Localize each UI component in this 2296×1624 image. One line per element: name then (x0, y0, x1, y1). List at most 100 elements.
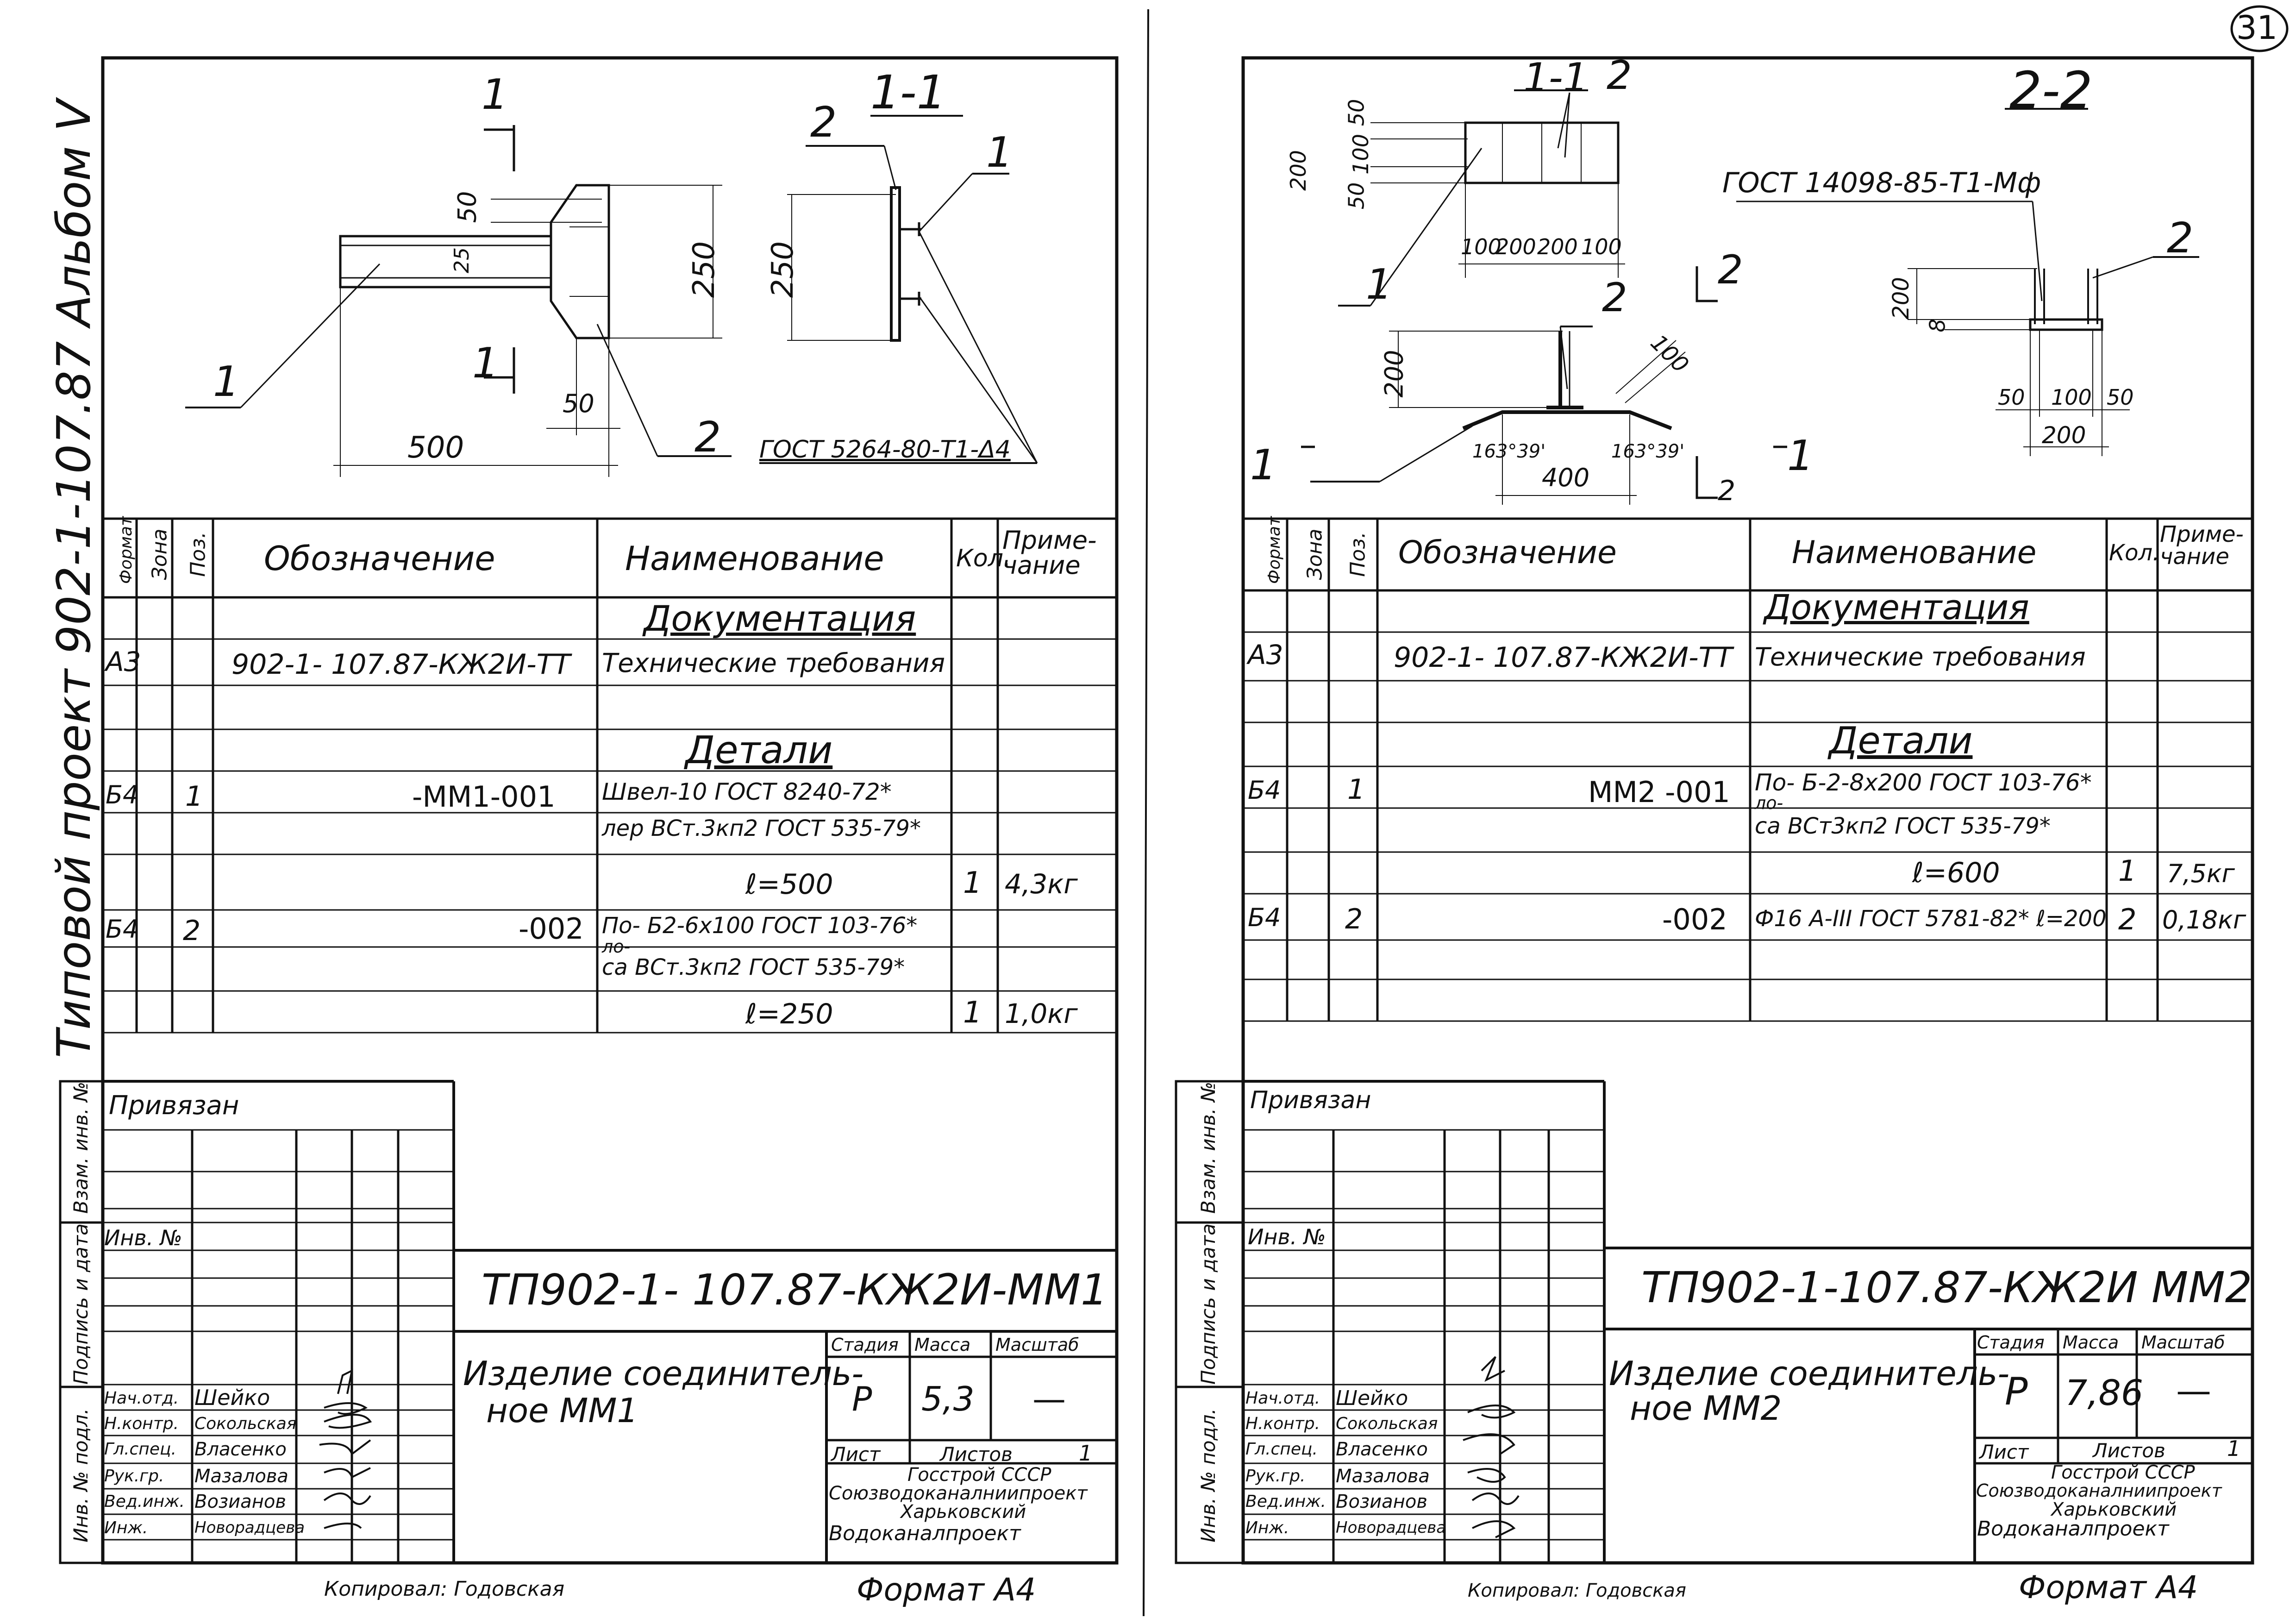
left-frame (101, 56, 1119, 1565)
right-r1-format: Б4 (1248, 776, 1281, 805)
left-privyazan: Привязан (109, 1091, 239, 1121)
left-docs-format: А3 (106, 646, 141, 677)
left-role-2: Н.контр. (104, 1414, 179, 1433)
left-col-stage: Стадия (831, 1335, 899, 1355)
project-side-label: Типовой проект 902-1-107.87 Альбом V (47, 100, 101, 1058)
left-sheet-label: Лист (831, 1443, 881, 1466)
left-r2-name-b: ло- (602, 936, 631, 957)
right-role-6: Инж. (1245, 1518, 1289, 1537)
side-label-podpis-r: Подпись и дата (1197, 1223, 1220, 1385)
left-channel-plan (185, 125, 732, 477)
right-r1-name-d: ℓ=600 (1912, 857, 2000, 889)
right-elevation (1301, 266, 1787, 505)
left-sheets-label: Листов (940, 1443, 1013, 1466)
left-mass: 5,3 (921, 1379, 975, 1418)
right-angle-1: 163°39' (1472, 441, 1546, 462)
right-dim-400: 400 (1542, 463, 1590, 492)
left-sec-docs: Документация (644, 598, 916, 639)
right-hdr-format: Формат (1265, 516, 1284, 584)
left-role-5: Вед.инж. (104, 1492, 185, 1511)
right-hdr-designation: Обозначение (1398, 534, 1617, 571)
left-stamp-code: ТП902-1- 107.87-КЖ2И-ММ1 (482, 1265, 1108, 1315)
left-r1-name-c: ℓ=500 (745, 868, 833, 901)
right-dim-8: 8 (1925, 319, 1950, 332)
left-r2-pos: 2 (183, 915, 201, 947)
left-pos2: 2 (694, 413, 721, 462)
right-stamp-grid (1243, 1080, 2252, 1563)
right-copied: Копировал: Годовская (1468, 1580, 1686, 1601)
right-name-1: Шейко (1336, 1386, 1408, 1410)
right-dim-200c: 200 (2042, 422, 2086, 449)
page-number: 31 (2236, 9, 2278, 47)
left-dim-250: 250 (687, 241, 722, 298)
right-sheet-label: Лист (1979, 1441, 2029, 1463)
left-role-4: Рук.гр. (104, 1467, 164, 1486)
left-section-pos2: 2 (810, 98, 837, 147)
left-hdr-zone: Зона (148, 528, 172, 580)
left-section-mark-top: 1 (482, 70, 508, 119)
right-col-stage: Стадия (1977, 1332, 2045, 1353)
right-section-2-2-title: 2-2 (2009, 61, 2093, 120)
left-org-4: Водоканалпроект (829, 1522, 1021, 1545)
left-r2-note: 1,0кг (1005, 998, 1078, 1029)
left-hdr-qty: Кол. (956, 545, 1011, 572)
left-stamp-title-b: ное ММ1 (486, 1391, 638, 1430)
left-r1-designation: -ММ1-001 (412, 780, 556, 814)
right-sec-docs: Документация (1764, 588, 2029, 627)
right-name-2: Сокольская (1336, 1414, 1438, 1433)
left-role-6: Инж. (104, 1518, 148, 1537)
left-name-2: Сокольская (194, 1414, 297, 1433)
right-name-6: Новорадцева (1336, 1518, 1446, 1537)
right-r2-note: 0,18кг (2162, 905, 2246, 934)
left-r1-name-b: лер ВСт.3кп2 ГОСТ 535-79* (602, 815, 921, 841)
right-hdr-qty: Кол. (2109, 540, 2160, 566)
left-name-5: Возианов (194, 1491, 286, 1512)
right-name-4: Мазалова (1336, 1466, 1430, 1487)
side-label-vzam-r: Взам. инв. № (1197, 1081, 1220, 1214)
left-section-pos1: 1 (986, 128, 1013, 177)
right-col-scale: Масштаб (2141, 1332, 2225, 1353)
left-name-6: Новорадцева (194, 1518, 305, 1537)
left-r2-format: Б4 (106, 915, 139, 944)
right-dim-50: 50 (1344, 99, 1369, 126)
right-stamp-title-a: Изделие соединитель- (1609, 1354, 2010, 1393)
left-scale: — (1032, 1379, 1066, 1418)
right-spec-table-grid (1243, 517, 2252, 1022)
right-r1-note: 7,5кг (2167, 859, 2235, 888)
right-r1-designation: ММ2 -001 (1588, 775, 1730, 809)
right-dim-100: 100 (1348, 134, 1373, 175)
left-hdr-designation: Обозначение (264, 539, 495, 578)
left-stage: Р (852, 1379, 872, 1418)
right-section-2-2 (1736, 108, 2199, 456)
right-stage: Р (2005, 1370, 2028, 1414)
right-dim-200-22: 200 (1888, 277, 1914, 320)
left-dim-50: 50 (452, 191, 482, 223)
right-pos2-section: 2 (2167, 214, 2194, 263)
right-pos2-top: 2 (1607, 52, 1632, 99)
left-dim-500: 500 (407, 431, 464, 465)
left-role-3: Гл.спец. (104, 1440, 176, 1459)
left-sec-details: Детали (685, 728, 833, 772)
right-mark-1-right: 1 (1787, 432, 1814, 480)
left-hdr-format: Формат (117, 516, 136, 584)
right-r1-pos: 1 (1347, 773, 1365, 806)
right-format: Формат А4 (2019, 1569, 2198, 1606)
left-col-scale: Масштаб (995, 1335, 1079, 1355)
left-section-mark-bottom: 1 (472, 339, 499, 388)
right-org-2: Союзводоканалниипроект (1976, 1480, 2222, 1501)
right-r1-name-b: ло- (1755, 793, 1783, 813)
right-gost: ГОСТ 14098-85-Т1-Мф (1722, 167, 2041, 199)
right-org-1: Госстрой СССР (2051, 1462, 2195, 1483)
left-dim-250b: 250 (766, 241, 801, 298)
right-mark-2-bottom: 2 (1718, 475, 1736, 507)
right-stamp-code: ТП902-1-107.87-КЖ2И ММ2 (1641, 1263, 2252, 1312)
left-dim-25: 25 (450, 247, 474, 273)
right-scale: — (2176, 1370, 2211, 1411)
right-sheets-value: 1 (2227, 1436, 2241, 1461)
left-r1-qty: 1 (963, 866, 982, 900)
left-r2-name-c: са ВСт.3кп2 ГОСТ 535-79* (602, 954, 905, 980)
left-r1-note: 4,3кг (1005, 868, 1078, 900)
left-stamp-grid (103, 1080, 1117, 1563)
right-dim-100c: 100 (2051, 385, 2092, 410)
left-col-mass: Масса (914, 1335, 971, 1355)
